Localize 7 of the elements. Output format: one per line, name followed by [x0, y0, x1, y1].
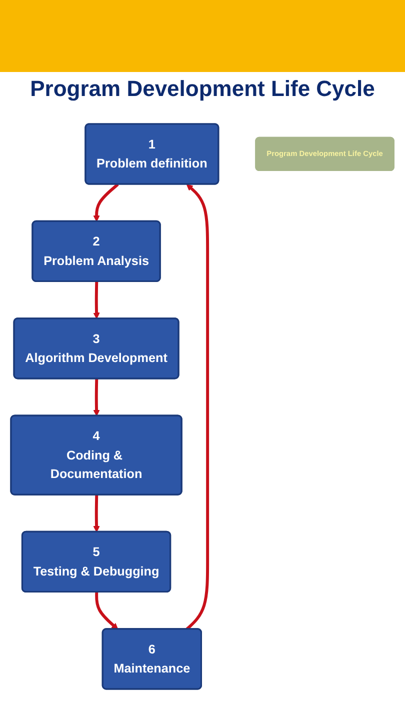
arrow	[93, 494, 100, 532]
title: Program Development Life Cycle	[0, 72, 405, 108]
arrow	[93, 183, 119, 222]
arrow	[93, 378, 100, 416]
arrow	[186, 184, 210, 630]
arrow	[93, 282, 100, 319]
arrow	[95, 592, 118, 630]
